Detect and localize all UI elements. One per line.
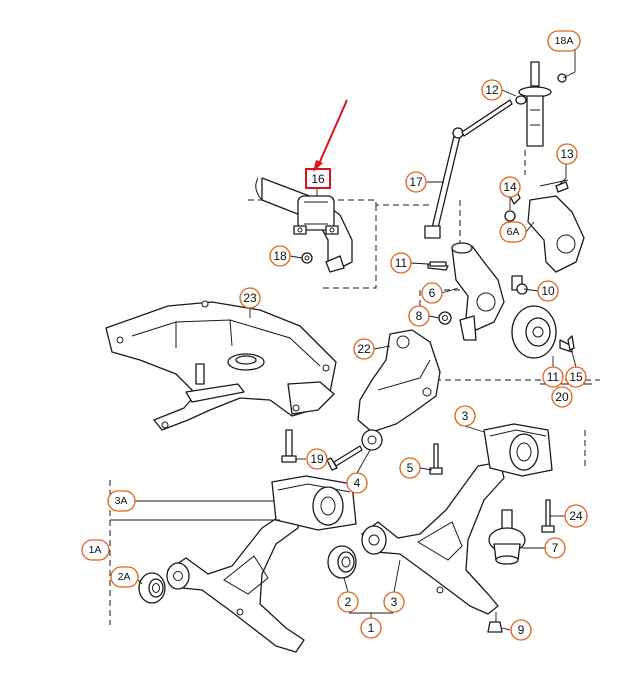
callout-2A: 2A bbox=[110, 566, 139, 588]
callout-13: 13 bbox=[556, 143, 578, 165]
subframe bbox=[105, 300, 337, 431]
callout-12: 12 bbox=[481, 79, 503, 101]
callout-2: 2 bbox=[337, 591, 359, 613]
svg-text:1: 1 bbox=[368, 621, 375, 635]
bushing-3-rear bbox=[483, 423, 553, 477]
callout-20: 20 bbox=[551, 386, 573, 408]
assembly-outlines bbox=[109, 150, 600, 625]
callout-5: 5 bbox=[399, 457, 421, 479]
callout-4: 4 bbox=[346, 472, 368, 494]
svg-text:13: 13 bbox=[560, 147, 574, 161]
callout-19: 19 bbox=[306, 448, 328, 470]
svg-text:19: 19 bbox=[310, 452, 324, 466]
svg-text:3: 3 bbox=[391, 595, 398, 609]
nut-9 bbox=[487, 621, 503, 633]
wheel-hub bbox=[511, 305, 573, 359]
svg-text:5: 5 bbox=[407, 461, 414, 475]
ball-joint bbox=[488, 509, 526, 565]
pointer-arrow bbox=[313, 99, 348, 172]
callout-10: 10 bbox=[537, 280, 559, 302]
svg-text:11: 11 bbox=[395, 256, 408, 270]
wishbone-3 bbox=[361, 461, 505, 615]
callout-3-lower: 3 bbox=[383, 591, 405, 613]
callout-11-upper: 11 bbox=[390, 252, 412, 274]
nut-8 bbox=[438, 311, 452, 325]
svg-text:16: 16 bbox=[311, 172, 325, 186]
bushing-3A bbox=[271, 475, 357, 531]
callout-18A: 18A bbox=[547, 30, 581, 52]
svg-text:15: 15 bbox=[569, 370, 583, 384]
callout-23: 23 bbox=[239, 287, 261, 309]
svg-text:7: 7 bbox=[552, 541, 559, 555]
stabilizer-bar bbox=[255, 177, 353, 273]
svg-text:6: 6 bbox=[429, 286, 436, 300]
svg-text:18: 18 bbox=[273, 249, 287, 263]
callout-14: 14 bbox=[499, 176, 521, 198]
leader-lines bbox=[102, 42, 592, 631]
svg-text:11: 11 bbox=[547, 370, 560, 384]
callout-3-upper: 3 bbox=[454, 405, 476, 427]
callout-6A: 6A bbox=[499, 221, 527, 243]
svg-text:18A: 18A bbox=[555, 35, 574, 47]
svg-text:1A: 1A bbox=[89, 544, 102, 556]
callout-16-highlight[interactable]: 16 bbox=[305, 168, 331, 189]
svg-text:3A: 3A bbox=[115, 495, 128, 507]
bushing-2A bbox=[138, 572, 166, 604]
callout-17: 17 bbox=[405, 171, 427, 193]
svg-text:9: 9 bbox=[518, 623, 525, 637]
svg-text:12: 12 bbox=[485, 83, 499, 97]
svg-text:2A: 2A bbox=[118, 571, 131, 583]
callout-6: 6 bbox=[421, 282, 443, 304]
nut-18 bbox=[301, 252, 313, 264]
wishbone-1A bbox=[166, 515, 305, 653]
callout-1: 1 bbox=[360, 617, 382, 639]
callout-9: 9 bbox=[510, 619, 532, 641]
callout-15: 15 bbox=[565, 366, 587, 388]
svg-text:22: 22 bbox=[357, 342, 371, 356]
bushing-4 bbox=[361, 429, 383, 451]
callout-11-lower: 11 bbox=[542, 366, 564, 388]
svg-text:17: 17 bbox=[409, 175, 423, 189]
svg-text:14: 14 bbox=[503, 180, 517, 194]
callout-8: 8 bbox=[408, 305, 430, 327]
callout-3A: 3A bbox=[107, 490, 136, 512]
coupling-rod bbox=[424, 99, 513, 239]
svg-text:10: 10 bbox=[541, 284, 555, 298]
callout-7: 7 bbox=[544, 537, 566, 559]
bolts bbox=[281, 181, 575, 533]
svg-text:3: 3 bbox=[462, 409, 469, 423]
callout-1A: 1A bbox=[81, 539, 110, 561]
callout-24: 24 bbox=[564, 504, 588, 528]
svg-text:4: 4 bbox=[354, 476, 361, 490]
svg-text:8: 8 bbox=[416, 309, 423, 323]
svg-text:23: 23 bbox=[243, 291, 257, 305]
callout-18: 18 bbox=[269, 245, 291, 267]
bracket bbox=[357, 329, 441, 433]
callout-22: 22 bbox=[353, 338, 375, 360]
svg-text:2: 2 bbox=[345, 595, 352, 609]
svg-text:20: 20 bbox=[555, 390, 569, 404]
strut-assembly bbox=[515, 61, 567, 147]
svg-text:6A: 6A bbox=[507, 226, 520, 238]
svg-text:24: 24 bbox=[569, 509, 583, 523]
bushing-2 bbox=[327, 545, 357, 579]
